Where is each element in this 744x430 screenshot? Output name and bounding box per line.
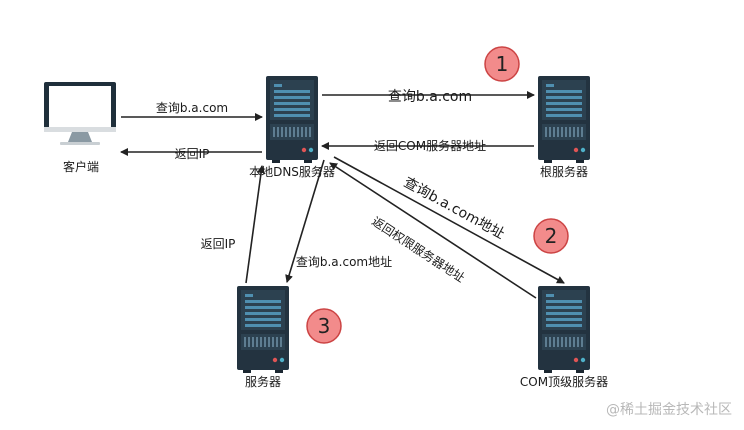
local-to-auth-label: 查询b.a.com地址 <box>296 255 392 269</box>
local-to-client-label: 返回IP <box>175 147 210 161</box>
root-server-icon <box>538 76 590 163</box>
auth-to-local-arrow <box>245 165 266 284</box>
com-to-local-label: 返回权限服务器地址 <box>369 213 468 285</box>
com-server-icon <box>538 286 590 373</box>
local-to-com-label: 查询b.a.com地址 <box>401 175 507 243</box>
svg-text:1: 1 <box>496 52 509 76</box>
client-computer-icon <box>44 82 116 145</box>
svg-text:2: 2 <box>545 224 558 248</box>
client-label: 客户端 <box>63 159 99 174</box>
root-to-local-label: 返回COM服务器地址 <box>374 138 486 153</box>
local-to-auth-arrow <box>285 159 325 283</box>
step-badge-3: 3 <box>306 308 342 344</box>
com-to-local-arrow <box>329 162 537 299</box>
step-badge-1: 1 <box>484 46 520 82</box>
local-to-com-arrow <box>333 156 565 284</box>
local-to-root-label: 查询b.a.com <box>388 89 472 105</box>
local-dns-server-icon <box>266 76 318 163</box>
client-to-local-label: 查询b.a.com <box>156 101 228 115</box>
com-server-label: COM顶级服务器 <box>520 374 608 389</box>
root-server-label: 根服务器 <box>540 164 588 179</box>
step-badge-2: 2 <box>533 218 569 254</box>
local-dns-label: 本地DNS服务器 <box>249 164 335 179</box>
auth-server-label: 服务器 <box>245 374 281 389</box>
auth-to-local-label: 返回IP <box>201 237 236 251</box>
svg-text:3: 3 <box>318 314 331 338</box>
watermark: @稀土掘金技术社区 <box>606 402 732 418</box>
auth-server-icon <box>237 286 289 373</box>
